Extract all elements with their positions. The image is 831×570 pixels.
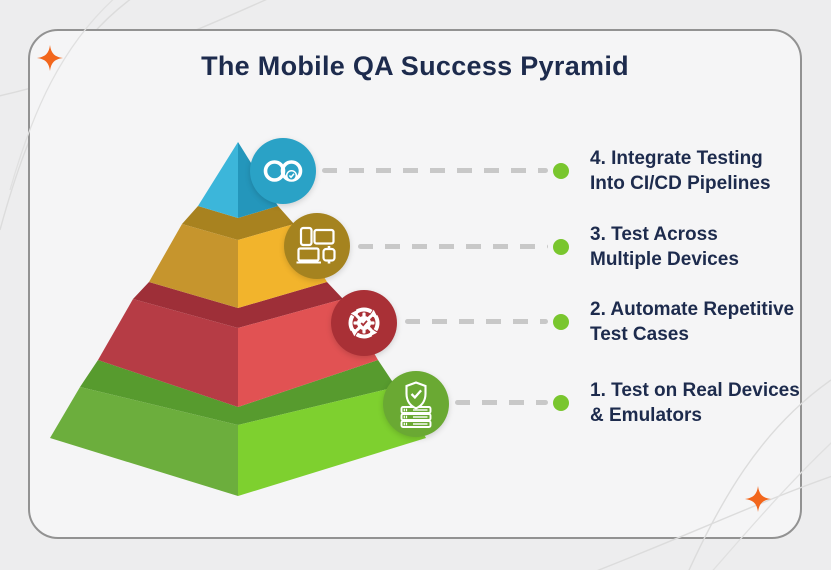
icon-circle [284, 213, 350, 279]
label-line: & Emulators [590, 405, 702, 426]
label-line: Test Cases [590, 324, 689, 345]
label-line: Multiple Devices [590, 249, 739, 270]
level-1-label: 1. Test on Real Devices & Emulators [590, 378, 830, 428]
level-2-label: 2. Automate Repetitive Test Cases [590, 297, 830, 347]
devices-glyph [296, 226, 336, 264]
multi-devices-icon [284, 213, 350, 279]
tablet-icon [313, 228, 335, 245]
shield-server-icon [383, 371, 449, 437]
connector-line-level-3 [358, 244, 548, 249]
cicd-infinity-icon [250, 138, 316, 204]
level-3-label: 3. Test Across Multiple Devices [590, 222, 830, 272]
check-mark [410, 389, 422, 400]
bullet-dot-level-3 [553, 239, 569, 255]
connector-line-level-1 [455, 400, 548, 405]
page-title: The Mobile QA Success Pyramid [201, 51, 629, 81]
automation-gear-icon [331, 290, 397, 356]
phone-icon [299, 226, 313, 247]
label-line: 4. Integrate Testing [590, 148, 763, 169]
label-line: Into CI/CD Pipelines [590, 173, 771, 194]
label-line: 3. Test Across [590, 224, 718, 245]
label-line: 2. Automate Repetitive [590, 299, 795, 320]
check-mark [360, 320, 368, 327]
bullet-dot-level-2 [553, 314, 569, 330]
level-4-label: 4. Integrate Testing Into CI/CD Pipeline… [590, 146, 830, 196]
check-mark [288, 173, 295, 179]
connector-line-level-2 [405, 319, 548, 324]
infographic-card [28, 29, 802, 539]
connector-line-level-4 [322, 168, 548, 173]
laptop-icon [297, 247, 320, 262]
cycle-ring [348, 307, 380, 339]
bullet-dot-level-4 [553, 163, 569, 179]
bullet-dot-level-1 [553, 395, 569, 411]
label-line: 1. Test on Real Devices [590, 380, 800, 401]
